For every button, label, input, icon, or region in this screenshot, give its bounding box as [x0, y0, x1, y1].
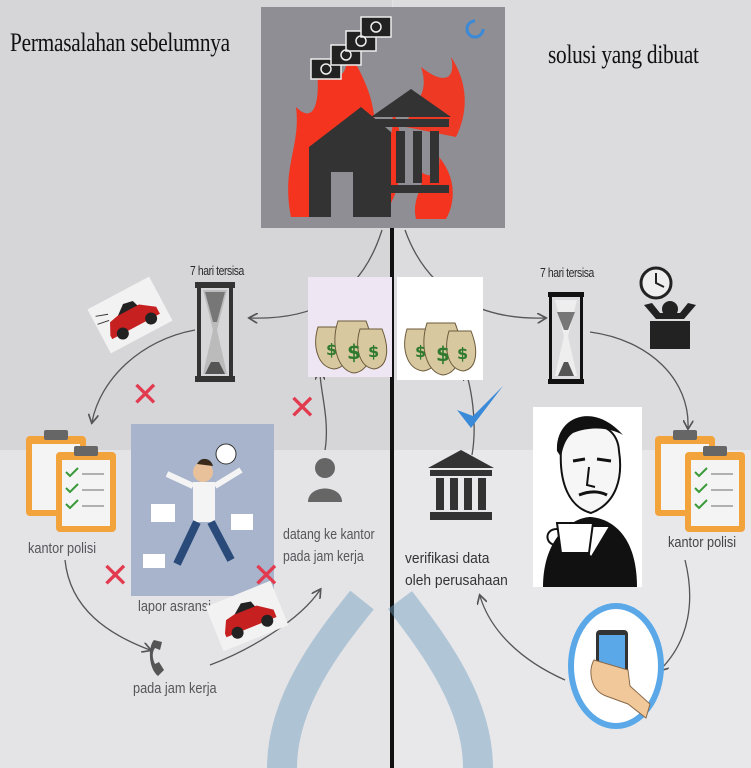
clipboard-icon	[655, 430, 750, 540]
left-police-label: kantor polisi	[28, 540, 97, 557]
bank-building-icon	[426, 450, 496, 522]
visit-label-1: datang ke kantor	[283, 526, 375, 543]
cross-icon: ✕	[131, 375, 160, 415]
report-label: lapor asransi	[138, 598, 212, 615]
right-police-label: kantor polisi	[668, 534, 737, 551]
money-bags-left: $ $ $	[308, 277, 392, 377]
relaxed-person-clock-icon	[636, 265, 702, 355]
busy-person-image	[131, 424, 274, 596]
svg-text:$: $	[415, 342, 426, 361]
hourglass-icon	[548, 292, 584, 384]
cross-icon: ✕	[101, 556, 130, 596]
call-label: pada jam kerja	[133, 680, 217, 697]
svg-text:$: $	[457, 344, 468, 363]
center-divider	[390, 228, 394, 768]
money-bags-right: $ $ $	[397, 277, 483, 380]
cross-icon: ✕	[288, 388, 317, 428]
checkmark-icon	[455, 384, 505, 432]
svg-text:$: $	[347, 340, 361, 364]
phone-handset-icon	[148, 638, 178, 678]
hourglass-icon	[193, 282, 237, 382]
right-hourglass-label: 7 hari tersisa	[540, 265, 594, 280]
svg-text:$: $	[326, 340, 337, 359]
left-hourglass-label: 7 hari tersisa	[190, 263, 244, 278]
smartphone-icon	[566, 600, 666, 732]
verify-label-1: verifikasi data	[405, 550, 490, 567]
visit-label-2: pada jam kerja	[283, 548, 364, 565]
car-image-top	[87, 276, 173, 354]
person-silhouette-icon	[306, 454, 344, 502]
svg-text:$: $	[436, 342, 450, 366]
right-heading: solusi yang dibuat	[548, 40, 699, 69]
svg-text:$: $	[368, 342, 379, 361]
verify-label-2: oleh perusahaan	[405, 572, 508, 589]
man-coffee-image	[533, 407, 642, 587]
car-image-bottom	[205, 580, 289, 652]
fire-bank-image	[261, 7, 505, 228]
left-heading: Permasalahan sebelumnya	[10, 28, 230, 57]
clipboard-icon	[26, 430, 121, 540]
